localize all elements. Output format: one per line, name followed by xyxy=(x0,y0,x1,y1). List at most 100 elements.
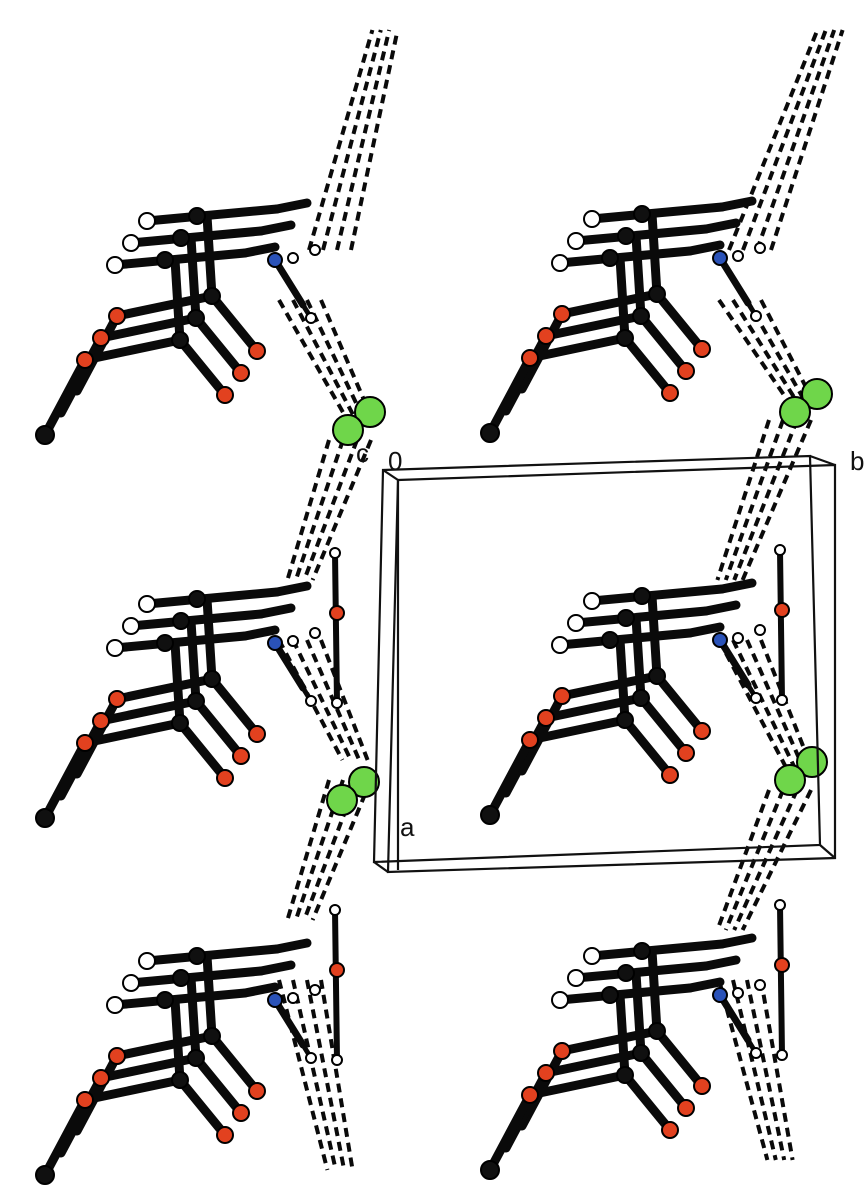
hydrogen-bond xyxy=(759,979,795,1161)
nitrogen-atom xyxy=(267,992,283,1008)
origin-label: 0 xyxy=(388,446,402,476)
hydrogen-bond xyxy=(759,299,815,401)
oxygen-atom xyxy=(248,342,266,360)
carbon-atom xyxy=(633,205,651,223)
bond xyxy=(175,718,230,783)
hydrogen-atom xyxy=(732,632,744,644)
hydrogen-atom xyxy=(122,234,140,252)
bond xyxy=(191,1053,246,1118)
oxygen-atom xyxy=(521,349,539,367)
hydrogen-bond xyxy=(715,789,771,931)
carbon-atom xyxy=(203,287,221,305)
chloride-atom xyxy=(774,764,806,796)
bond xyxy=(142,587,282,609)
hydrogen-atom xyxy=(583,592,601,610)
hydrogen-bond xyxy=(349,29,400,251)
molecule-stack xyxy=(480,544,790,825)
bond xyxy=(126,609,266,631)
bond xyxy=(40,1095,90,1180)
bond xyxy=(110,631,250,653)
oxygen-atom xyxy=(661,384,679,402)
oxygen-atom xyxy=(553,1042,571,1060)
bond xyxy=(652,1026,707,1091)
hydrogen-atom xyxy=(287,635,299,647)
bond xyxy=(207,291,262,356)
bond xyxy=(685,977,725,993)
carbon-atom xyxy=(171,331,189,349)
hydrogen-atom xyxy=(750,310,762,322)
carbon-atom xyxy=(480,1160,500,1180)
bond xyxy=(126,226,266,248)
chloride-ion-pair xyxy=(326,766,380,816)
oxygen-atom xyxy=(76,734,94,752)
hydrogen-bond xyxy=(731,979,778,1161)
hydrogen-atom xyxy=(732,250,744,262)
carbon-atom xyxy=(156,251,174,269)
oxygen-atom xyxy=(677,1099,695,1117)
oxygen-atom xyxy=(693,340,711,358)
carbon-atom xyxy=(171,714,189,732)
hydrogen-atom xyxy=(583,210,601,228)
bond xyxy=(620,1070,675,1135)
carbon-atom xyxy=(632,689,650,707)
hydrogen-bond xyxy=(277,979,330,1171)
hydrogen-atom xyxy=(305,312,317,324)
oxygen-atom xyxy=(329,962,345,978)
hydrogen-atom xyxy=(329,904,341,916)
hydrogen-bond xyxy=(293,779,345,921)
carbon-atom xyxy=(35,1165,55,1185)
axis-label-c: c xyxy=(356,438,369,468)
bond xyxy=(256,603,296,619)
hydrogen-atom xyxy=(776,1049,788,1061)
bond xyxy=(636,311,691,376)
hydrogen-atom xyxy=(754,242,766,254)
carbon-atom xyxy=(633,587,651,605)
chloride-atom xyxy=(796,746,828,778)
molecule-stack xyxy=(35,198,321,445)
chloride-atom xyxy=(801,378,833,410)
bond xyxy=(525,1070,630,1100)
bond xyxy=(332,907,340,1063)
oxygen-atom xyxy=(92,1069,110,1087)
carbon-atom xyxy=(617,964,635,982)
bond xyxy=(256,960,296,976)
hydrogen-bond xyxy=(310,779,373,921)
carbon-atom xyxy=(601,249,619,267)
oxygen-atom xyxy=(248,1082,266,1100)
bond xyxy=(207,674,262,739)
bond xyxy=(636,693,691,758)
bond xyxy=(587,202,727,224)
oxygen-atom xyxy=(216,386,234,404)
oxygen-atom xyxy=(108,307,126,325)
bond xyxy=(777,902,785,1058)
bond xyxy=(256,220,296,236)
bond xyxy=(142,944,282,966)
hydrogen-atom xyxy=(567,232,585,250)
chloride-atom xyxy=(326,784,358,816)
bond xyxy=(207,1031,262,1096)
hydrogen-bond xyxy=(321,29,383,251)
carbon-atom xyxy=(203,1027,221,1045)
hydrogen-atom xyxy=(138,595,156,613)
hydrogen-bond xyxy=(740,419,813,581)
hydrogen-atom xyxy=(551,636,569,654)
carbon-atom xyxy=(616,329,634,347)
carbon-atom xyxy=(156,991,174,1009)
chloride-ion-pair xyxy=(774,746,828,796)
nitrogen-atom xyxy=(267,635,283,651)
bond xyxy=(485,735,535,820)
bond xyxy=(620,715,675,780)
bond xyxy=(191,696,246,761)
bond xyxy=(126,966,266,988)
molecule-stack xyxy=(480,196,766,443)
carbon-atom xyxy=(172,612,190,630)
bond xyxy=(40,355,90,440)
hydrogen-bond xyxy=(731,639,798,771)
bond xyxy=(186,616,201,706)
bond xyxy=(240,242,280,258)
bond xyxy=(271,996,307,1049)
molecule-stack xyxy=(35,904,345,1185)
carbon-atom xyxy=(648,667,666,685)
bond xyxy=(555,983,695,1005)
hydrogen-bond xyxy=(745,639,807,771)
